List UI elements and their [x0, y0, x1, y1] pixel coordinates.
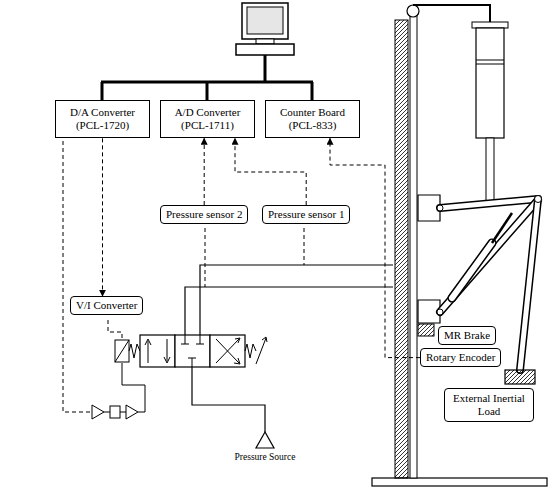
arm-cylinder	[452, 243, 492, 298]
part-box: MR Brake	[438, 326, 496, 345]
amplifier-symbol	[92, 405, 104, 419]
support-pole	[410, 10, 417, 478]
pressure-source-symbol	[256, 432, 274, 448]
current-wire	[108, 320, 122, 340]
blocked-port	[181, 335, 204, 367]
arm-cylinder-rod	[492, 213, 512, 243]
sensor-box: Pressure sensor 1	[262, 205, 350, 224]
converter-box: A/D Converter (PCL-1711)	[160, 100, 255, 138]
top-bar	[413, 5, 490, 22]
mr-brake-symbol	[418, 324, 434, 336]
part-box: External Inertial Load	[444, 388, 534, 422]
hydraulic-pipe	[185, 287, 393, 335]
computer-monitor	[242, 3, 288, 39]
lower-link	[440, 200, 538, 312]
upper-link	[440, 199, 538, 208]
spring-symbol	[129, 344, 140, 358]
sensor-tap	[304, 228, 305, 265]
inertial-load	[505, 370, 535, 384]
flow-arrow	[216, 338, 240, 364]
forearm-link	[520, 199, 538, 370]
signal-line	[330, 138, 420, 357]
joint	[535, 196, 542, 203]
guide-column	[395, 20, 408, 478]
source-label: Pressure Source	[233, 452, 298, 463]
part-box: Rotary Encoder	[420, 348, 501, 367]
box-label: D/A Converter (PCL-1720)	[60, 106, 145, 132]
signal-line	[235, 138, 306, 205]
base-plate	[372, 478, 547, 486]
cylinder-cap	[472, 22, 508, 28]
box-label: Pressure sensor 1	[268, 208, 344, 221]
supply-pipe	[192, 367, 265, 432]
joint	[437, 205, 443, 211]
box-label: V/I Converter	[76, 299, 137, 312]
cylinder-rod	[486, 138, 494, 204]
data-bus	[101, 55, 313, 100]
controller-block	[110, 406, 120, 418]
upper-link	[440, 199, 538, 208]
forearm-link	[520, 199, 538, 370]
flow-arrow	[145, 339, 170, 363]
cylinder-barrel	[476, 28, 504, 138]
valve-block	[175, 335, 210, 367]
counter-box: Counter Board (PCL-833)	[265, 100, 360, 138]
connector-group	[103, 138, 421, 357]
amplifier-symbol	[126, 405, 138, 419]
solenoid-symbol	[115, 340, 129, 362]
box-label: A/D Converter (PCL-1711)	[165, 106, 250, 132]
valve-block	[140, 335, 175, 367]
hydraulic-pipe	[200, 265, 393, 335]
pulley	[407, 5, 419, 17]
cylinder-piston	[476, 60, 504, 64]
signal-line	[204, 138, 205, 205]
monitor-screen	[247, 7, 283, 34]
signal-line	[102, 138, 103, 296]
joint	[437, 309, 443, 315]
box-label: Counter Board (PCL-833)	[270, 106, 355, 132]
computer-case	[236, 44, 294, 55]
sensor-box: Pressure sensor 2	[160, 205, 248, 224]
proportional-arrow	[256, 337, 267, 364]
converter-box: V/I Converter	[70, 296, 143, 315]
box-label: MR Brake	[444, 329, 490, 342]
box-label: Rotary Encoder	[426, 351, 495, 364]
lower-link	[440, 200, 538, 312]
solenoid-symbol	[115, 340, 129, 362]
valve-block	[210, 335, 245, 367]
signal-wire	[63, 141, 92, 412]
spring-symbol	[245, 344, 256, 358]
arm-cylinder	[452, 243, 492, 298]
converter-box: D/A Converter (PCL-1720)	[55, 100, 150, 138]
box-label: Pressure sensor 2	[166, 208, 242, 221]
solenoid-wire	[122, 363, 145, 412]
sensor-tap	[205, 228, 206, 287]
box-label: External Inertial Load	[449, 392, 529, 418]
